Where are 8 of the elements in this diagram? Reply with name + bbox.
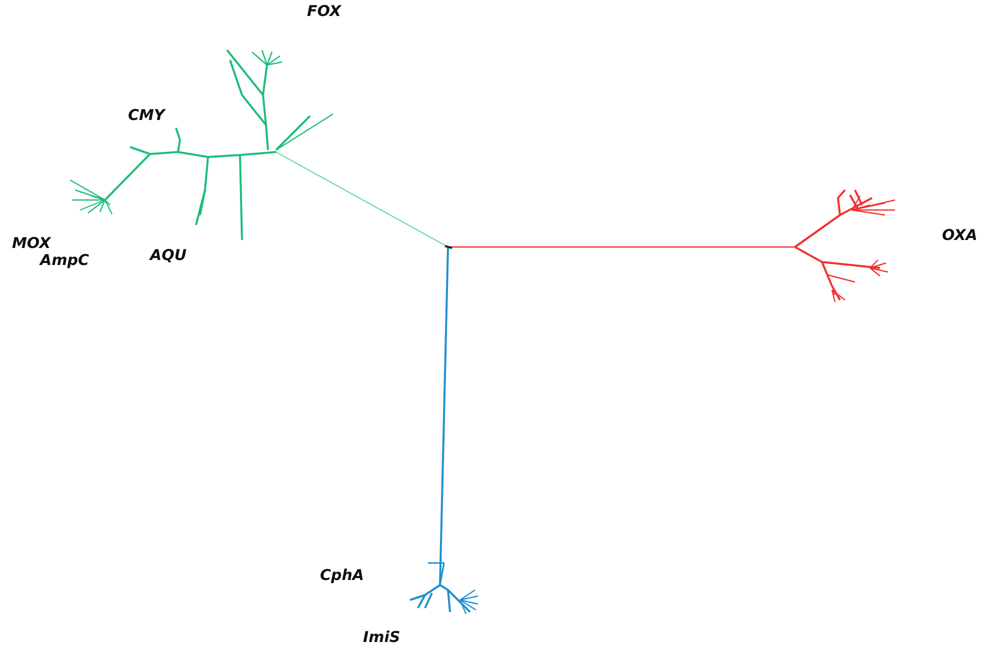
clade-label: CMY xyxy=(128,106,165,124)
clade-label: OXA xyxy=(942,226,978,244)
clade-label: AQU xyxy=(150,246,187,264)
clade-label: MOX xyxy=(12,234,51,252)
clade-label: FOX xyxy=(307,2,342,20)
clade-label: CphA xyxy=(320,566,364,584)
clade-label: AmpC xyxy=(40,251,89,269)
clade-label: ImiS xyxy=(363,628,400,646)
